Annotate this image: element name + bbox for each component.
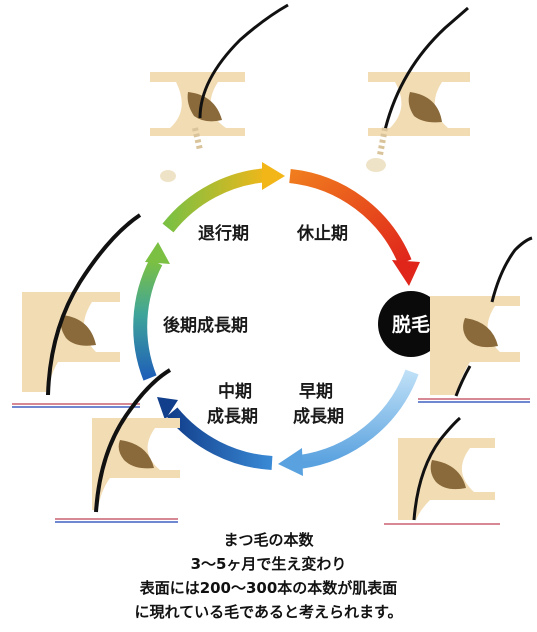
caption: まつ毛の本数 3～5ヶ月で生え変わり 表面には200～300本の本数が肌表面 に… (0, 528, 537, 624)
depilation-label: 脱毛 (392, 313, 430, 336)
arrow-arc-right (289, 169, 412, 265)
arrow-arc-bottom (166, 407, 273, 470)
caption-line-3: 表面には200～300本の本数が肌表面 (139, 579, 398, 597)
stage-label-chuuki-2: 成長期 (207, 406, 258, 427)
stage-label-taikou: 退行期 (198, 223, 249, 244)
arrow-head-bottom-right (278, 448, 303, 476)
depilation-node: 脱毛 (378, 291, 444, 357)
stage-label-kyuushi: 休止期 (296, 223, 348, 244)
follicle-illustration-catagen (150, 3, 289, 182)
stage-label-koukiseichou: 後期成長期 (163, 315, 248, 336)
stage-label-souki-1: 早期 (299, 382, 333, 402)
stage-label-souki-2: 成長期 (293, 406, 344, 427)
arrow-arc-left (133, 258, 163, 381)
follicle-illustration-late-anagen (12, 213, 142, 408)
arrow-arc-bottom-right (298, 369, 419, 469)
cycle-arrows (133, 162, 420, 476)
stage-label-chuuki-1: 中期 (218, 381, 252, 402)
follicle-illustration-shedding (418, 236, 533, 403)
follicle-illustration-telogen (366, 6, 470, 172)
arrow-head-left (145, 242, 170, 264)
arrow-head-top (262, 162, 285, 190)
caption-line-4: に現れている毛であると考えられます。 (134, 603, 403, 621)
follicle-illustration-mid-anagen (55, 368, 180, 523)
hair-cycle-diagram: 退行期 休止期 後期成長期 中期 成長期 早期 成長期 脱毛 (12, 3, 533, 525)
arrow-arc-top (162, 168, 269, 233)
caption-line-1: まつ毛の本数 (223, 531, 314, 549)
caption-line-2: 3～5ヶ月で生え変わり (190, 555, 347, 573)
arrow-head-right (392, 260, 420, 286)
follicle-illustration-early-anagen (384, 416, 500, 525)
arrow-head-bottom (157, 397, 178, 420)
